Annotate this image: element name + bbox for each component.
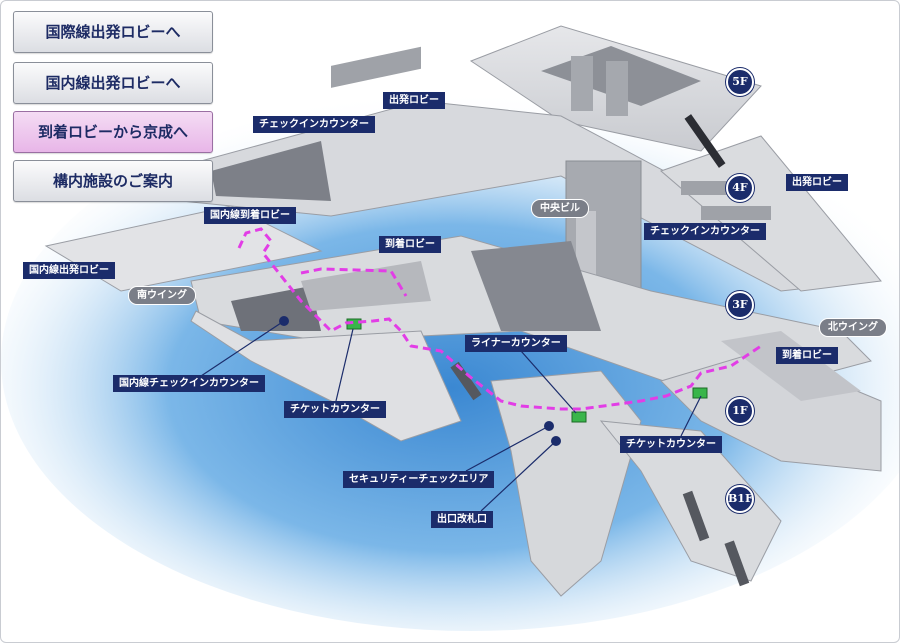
floor-badge-4f: 4F — [726, 174, 754, 202]
arrival-stands — [301, 261, 431, 311]
label-central-building: 中央ビル — [531, 199, 589, 218]
floor-5f-tower-b — [606, 61, 628, 116]
arrival-center-dark — [471, 241, 601, 331]
label-arrival-lobby-right: 到着ロビー — [776, 347, 838, 364]
label-ticket-counter-right: チケットカウンター — [620, 436, 722, 453]
nav-arrival-to-keisei[interactable]: 到着ロビーから京成へ — [13, 111, 213, 153]
floor-badge-b1f: B1F — [726, 485, 754, 513]
escalator-a — [450, 361, 482, 401]
departure-dark-area — [211, 141, 331, 201]
escalator-c — [724, 540, 750, 587]
label-domestic-checkin-counter: 国内線チェックインカウンター — [113, 375, 265, 392]
floor-badge-1f: 1F — [726, 397, 754, 425]
nav-domestic-departure[interactable]: 国内線出発ロビーへ — [13, 62, 213, 104]
escalator-b — [682, 490, 710, 542]
escalator-d — [684, 114, 726, 168]
label-exit-gate: 出口改札口 — [431, 511, 493, 528]
liner-counter-marker — [571, 411, 587, 423]
floor-badge-3f: 3F — [726, 291, 754, 319]
central-concourse — [490, 370, 642, 597]
route-path — [237, 227, 762, 411]
label-checkin-counter-left: チェックインカウンター — [253, 116, 375, 133]
checkin-island-3 — [701, 206, 771, 220]
floor-5f-tower-a — [571, 56, 593, 111]
label-domestic-departure-lobby: 国内線出発ロビー — [23, 262, 115, 279]
ticket-counter-marker-right — [692, 387, 708, 399]
label-arrival-lobby-center: 到着ロビー — [379, 236, 441, 253]
nav-international-departure[interactable]: 国際線出発ロビーへ — [13, 11, 213, 53]
nav-facilities-guide[interactable]: 構内施設のご案内 — [13, 160, 213, 202]
label-departure-lobby-right: 出発ロビー — [786, 174, 848, 191]
label-liner-counter: ライナーカウンター — [465, 335, 567, 352]
leader-lines — [200, 320, 702, 512]
label-ticket-counter-left: チケットカウンター — [284, 401, 386, 418]
label-domestic-arrival-lobby: 国内線到着ロビー — [204, 207, 296, 224]
checkin-island-1 — [331, 46, 421, 88]
south-walkway — [190, 310, 462, 442]
label-departure-lobby-top: 出発ロビー — [383, 92, 445, 109]
label-security-check-area: セキュリティーチェックエリア — [343, 471, 495, 488]
label-checkin-counter-right: チェックインカウンター — [644, 223, 766, 240]
floor-badge-5f: 5F — [726, 68, 754, 96]
route-branch — [300, 267, 408, 297]
label-north-wing: 北ウイング — [819, 318, 887, 337]
label-south-wing: 南ウイング — [128, 286, 196, 305]
